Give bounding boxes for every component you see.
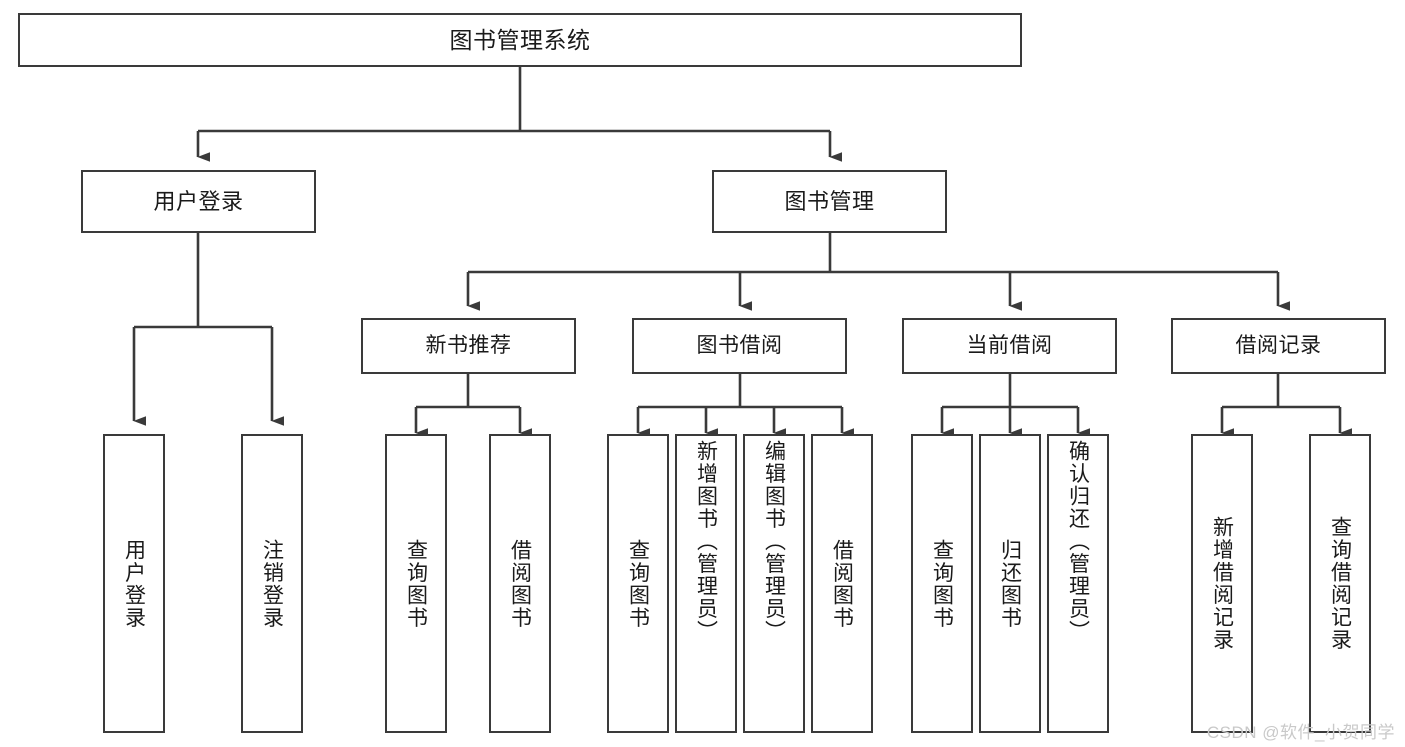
node-label: 借阅记录 <box>1235 333 1322 357</box>
leaf-current-confirm-return-admin[interactable]: 确认归还（管理员） <box>1047 434 1109 733</box>
node-book-management[interactable]: 图书管理 <box>712 170 947 233</box>
leaf-user-logout[interactable]: 注销登录 <box>241 434 303 733</box>
leaf-borrowing-edit-book-admin[interactable]: 编辑图书（管理员） <box>743 434 805 733</box>
node-label: 归还图书 <box>998 538 1022 629</box>
node-label: 用户登录 <box>153 188 244 214</box>
leaf-recommendation-borrow-book[interactable]: 借阅图书 <box>489 434 551 733</box>
csdn-watermark: CSDN @软件_小贺同学 <box>1206 723 1395 742</box>
node-label: 当前借阅 <box>966 333 1053 357</box>
leaf-borrowing-add-book-admin[interactable]: 新增图书（管理员） <box>675 434 737 733</box>
node-label: 查询借阅记录 <box>1328 516 1352 651</box>
leaf-recommendation-query-book[interactable]: 查询图书 <box>385 434 447 733</box>
node-label: 借阅图书 <box>830 538 854 629</box>
node-label: 查询图书 <box>626 538 650 629</box>
node-user-login[interactable]: 用户登录 <box>81 170 316 233</box>
node-label: 查询图书 <box>930 538 954 629</box>
node-label: 图书管理 <box>784 188 875 214</box>
leaf-record-query-borrowing-record[interactable]: 查询借阅记录 <box>1309 434 1371 733</box>
node-book-management-system[interactable]: 图书管理系统 <box>18 13 1022 67</box>
node-label: 查询图书 <box>404 538 428 629</box>
node-label: 新增借阅记录 <box>1210 516 1234 651</box>
leaf-current-return-book[interactable]: 归还图书 <box>979 434 1041 733</box>
node-borrowing-record[interactable]: 借阅记录 <box>1171 318 1386 374</box>
node-new-book-recommendation[interactable]: 新书推荐 <box>361 318 576 374</box>
leaf-current-query-book[interactable]: 查询图书 <box>911 434 973 733</box>
node-label: 图书管理系统 <box>449 26 591 53</box>
node-label: 确认归还（管理员） <box>1066 440 1090 643</box>
leaf-borrowing-query-book[interactable]: 查询图书 <box>607 434 669 733</box>
node-label: 编辑图书（管理员） <box>762 440 786 643</box>
node-label: 用户登录 <box>122 538 146 629</box>
node-label: 注销登录 <box>260 538 284 629</box>
leaf-borrowing-borrow-book[interactable]: 借阅图书 <box>811 434 873 733</box>
leaf-record-add-borrowing-record[interactable]: 新增借阅记录 <box>1191 434 1253 733</box>
node-book-borrowing[interactable]: 图书借阅 <box>632 318 847 374</box>
node-label: 借阅图书 <box>508 538 532 629</box>
leaf-user-login[interactable]: 用户登录 <box>103 434 165 733</box>
node-label: 新增图书（管理员） <box>694 440 718 643</box>
node-label: 图书借阅 <box>696 333 783 357</box>
node-current-borrowing[interactable]: 当前借阅 <box>902 318 1117 374</box>
node-label: 新书推荐 <box>425 333 512 357</box>
